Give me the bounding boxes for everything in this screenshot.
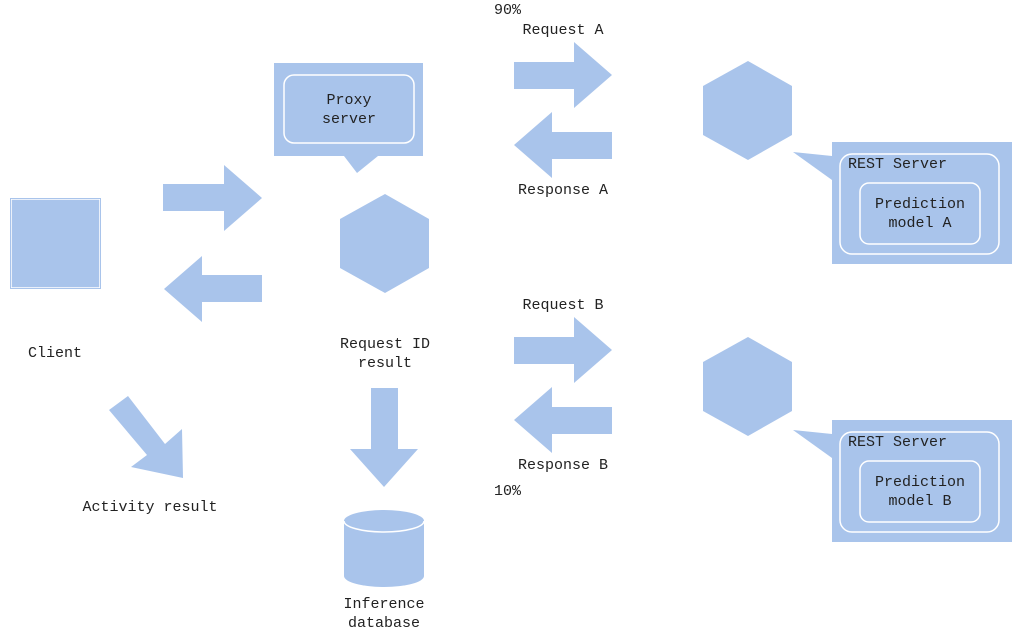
client-box-outline xyxy=(10,198,101,289)
model-b-box xyxy=(859,460,981,523)
rest-server-a-label: REST Server xyxy=(848,156,947,173)
arrow-request-b xyxy=(514,317,612,383)
response-b-label: Response B xyxy=(518,457,608,474)
arrow-request-a xyxy=(514,42,612,108)
hexagon-b xyxy=(703,337,792,436)
arrow-response-a xyxy=(514,112,612,178)
request-id-line1: Request ID xyxy=(340,336,430,353)
database-label-line1: Inference xyxy=(343,596,424,613)
request-a-label: Request A xyxy=(522,22,603,39)
proxy-label-line2: server xyxy=(322,111,376,128)
route-a-percent: 90% xyxy=(494,2,522,19)
client-label: Client xyxy=(28,345,82,362)
client-box xyxy=(10,198,101,289)
rest-server-b-label: REST Server xyxy=(848,434,947,451)
proxy-inner-box xyxy=(283,74,415,144)
arrow-to-database xyxy=(350,388,418,487)
database-cylinder xyxy=(344,510,424,587)
proxy-label-line1: Proxy xyxy=(326,92,371,109)
arrow-proxy-to-client xyxy=(164,256,262,322)
model-a-line2: model A xyxy=(888,215,951,232)
arrow-response-b xyxy=(514,387,612,453)
arrow-activity xyxy=(109,396,183,478)
database-label-line2: database xyxy=(348,615,420,632)
request-id-line2: result xyxy=(358,355,412,372)
model-a-line1: Prediction xyxy=(875,196,965,213)
route-b-percent: 10% xyxy=(494,483,522,500)
model-b-line2: model B xyxy=(888,493,951,510)
model-a-box xyxy=(859,182,981,245)
activity-label: Activity result xyxy=(82,499,217,516)
response-a-label: Response A xyxy=(518,182,608,199)
request-b-label: Request B xyxy=(522,297,603,314)
hexagon-a xyxy=(703,61,792,160)
proxy-hexagon xyxy=(340,194,429,293)
arrow-client-to-proxy xyxy=(163,165,262,231)
database-rim xyxy=(343,520,425,533)
model-b-line1: Prediction xyxy=(875,474,965,491)
